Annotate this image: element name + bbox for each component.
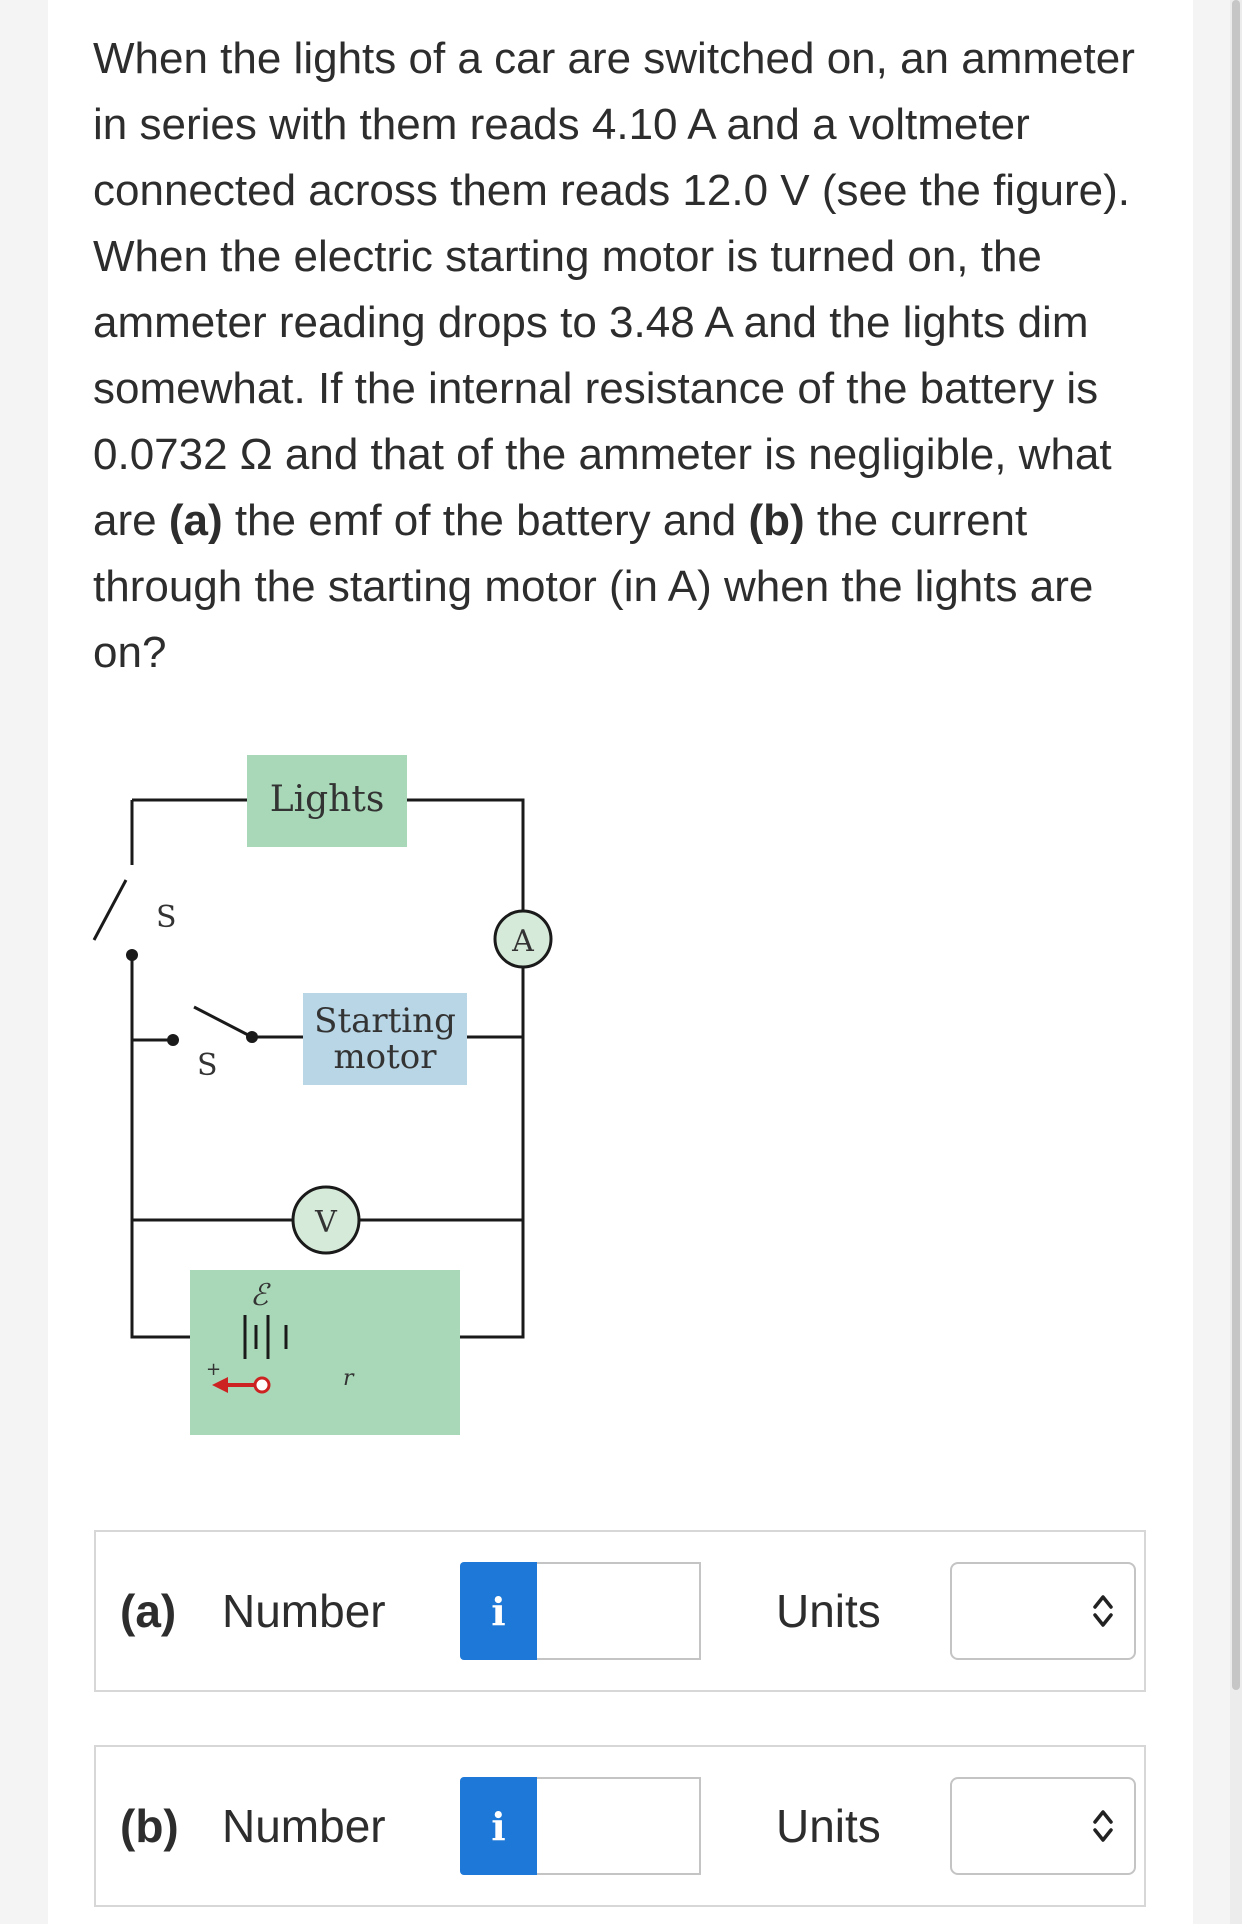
up-down-arrows-icon xyxy=(1093,1810,1113,1842)
scrollbar-thumb[interactable] xyxy=(1232,0,1240,1690)
switch-1-label: S xyxy=(156,900,177,935)
lights-label: Lights xyxy=(270,779,385,820)
battery-box xyxy=(190,1270,460,1435)
question-text-part-1: When the lights of a car are switched on… xyxy=(93,34,1135,545)
resistance-label: r xyxy=(343,1366,355,1391)
part-label: (a) xyxy=(120,1585,177,1637)
part-a-marker: (a) xyxy=(168,496,223,545)
battery-cells xyxy=(243,1315,288,1359)
units-select-b[interactable] xyxy=(950,1777,1136,1875)
part-b-marker: (b) xyxy=(748,496,805,545)
voltmeter xyxy=(291,1185,361,1255)
motor-label-line1: Starting xyxy=(314,1001,456,1041)
up-down-arrows-icon xyxy=(1093,1595,1113,1627)
units-select-a[interactable] xyxy=(950,1562,1136,1660)
units-label: Units xyxy=(776,1800,881,1852)
ammeter xyxy=(493,909,553,969)
plus-label: + xyxy=(206,1359,221,1380)
question-text-part-2: the emf of the battery and xyxy=(222,496,749,545)
number-label: Number xyxy=(222,1800,386,1852)
answer-row-a: (a) Number i Units xyxy=(94,1530,1146,1692)
units-label: Units xyxy=(776,1585,881,1637)
voltmeter-label: V xyxy=(314,1205,338,1240)
motor-label-line2: motor xyxy=(333,1037,437,1077)
number-label: Number xyxy=(222,1585,386,1637)
emf-label: ℰ xyxy=(250,1278,271,1313)
answer-row-b: (b) Number i Units xyxy=(94,1745,1146,1907)
switch-2-pivot xyxy=(246,1031,258,1043)
switch-2-contact xyxy=(167,1034,179,1046)
question-text-part-3: the current through the starting motor (… xyxy=(93,496,1094,677)
number-input-a[interactable] xyxy=(537,1562,701,1660)
ammeter-label: A xyxy=(511,924,534,959)
info-icon[interactable]: i xyxy=(460,1777,537,1875)
switch-1-pivot xyxy=(126,949,138,961)
info-icon[interactable]: i xyxy=(460,1562,537,1660)
switch-2-label: S xyxy=(197,1048,218,1083)
number-input-b[interactable] xyxy=(537,1777,701,1875)
scrollbar[interactable] xyxy=(1230,0,1242,1924)
current-arrow-icon xyxy=(212,1376,271,1394)
circuit-figure: Lights Starting motor A V S S ℰ + r xyxy=(92,755,553,1435)
question-text: When the lights of a car are switched on… xyxy=(93,26,1153,686)
lights-box xyxy=(247,755,407,847)
starting-motor-box xyxy=(303,993,467,1085)
part-label: (b) xyxy=(120,1800,179,1852)
